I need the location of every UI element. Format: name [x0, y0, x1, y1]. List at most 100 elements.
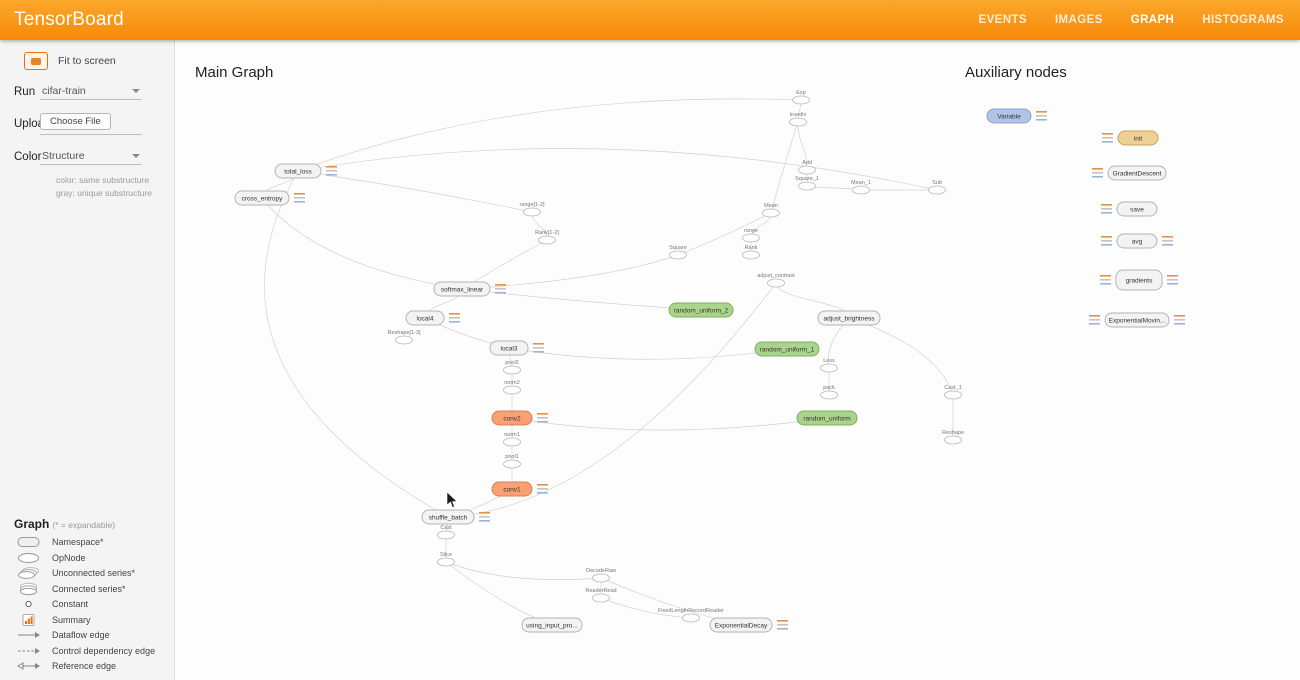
graph-node-add[interactable]: Add: [798, 160, 816, 175]
graph-node-graddesc[interactable]: GradientDescent: [1092, 165, 1167, 181]
mouse-cursor: [446, 491, 458, 508]
graph-node-reshape[interactable]: Reshape: [942, 430, 964, 445]
micro-annotation: [1036, 111, 1047, 113]
micro-annotation: [1092, 168, 1103, 170]
graph-node-adjust_brightness[interactable]: adjust_brightness: [817, 310, 881, 326]
constant-icon: [14, 597, 44, 611]
nav-tab-graph[interactable]: GRAPH: [1130, 14, 1175, 26]
graph-node-slice[interactable]: Slice: [437, 552, 455, 567]
graph-node-range12[interactable]: range[1-2]: [519, 202, 545, 217]
nav-tab-histograms[interactable]: HISTOGRAMS: [1202, 14, 1284, 26]
svg-text:truediv: truediv: [790, 112, 807, 118]
nav-tab-events[interactable]: EVENTS: [978, 14, 1027, 26]
micro-annotation: [1174, 323, 1185, 325]
graph-node-using_input[interactable]: using_input_pro...: [521, 617, 583, 633]
micro-annotation: [1092, 176, 1103, 178]
graph-node-decoderaw[interactable]: DecodeRaw: [586, 568, 616, 583]
micro-annotation: [1100, 275, 1111, 277]
svg-text:local3: local3: [501, 345, 518, 352]
svg-text:Sub: Sub: [932, 180, 942, 186]
graph-node-readerread[interactable]: ReaderRead: [585, 588, 617, 603]
color-label: Color: [14, 150, 42, 163]
graph-node-less[interactable]: Less: [820, 358, 838, 373]
fit-to-screen-button[interactable]: [24, 52, 48, 70]
color-dropdown[interactable]: Structure: [40, 148, 142, 165]
graph-node-sub[interactable]: Sub: [928, 180, 946, 195]
graph-node-conv1[interactable]: conv1: [491, 481, 548, 497]
main-graph-canvas[interactable]: total_loss cross_entropy softmax_linearloc…: [176, 40, 1300, 680]
micro-annotation: [1036, 115, 1047, 117]
graph-node-avg[interactable]: avg: [1101, 233, 1173, 249]
graph-node-exp[interactable]: Exp: [792, 90, 810, 105]
auxiliary-nodes-title: Auxiliary nodes: [965, 64, 1067, 81]
svg-text:softmax_linear: softmax_linear: [441, 286, 484, 293]
graph-node-local4[interactable]: local4: [405, 310, 460, 326]
micro-annotation: [449, 313, 460, 315]
graph-node-pool1[interactable]: pool1: [503, 454, 521, 469]
nodes-layer: total_loss cross_entropy softmax_linearloc…: [234, 90, 1185, 633]
app-header: TensorBoard EVENTS IMAGES GRAPH HISTOGRA…: [0, 0, 1300, 40]
graph-node-flrr[interactable]: FixedLengthRecordReader: [658, 608, 724, 623]
micro-annotation: [533, 343, 544, 345]
graph-node-random_uniform_1[interactable]: random_uniform_1: [754, 341, 820, 357]
graph-node-mean_1[interactable]: Mean_1: [851, 180, 871, 195]
graph-node-local3[interactable]: local3: [489, 340, 544, 356]
micro-annotation: [495, 292, 506, 294]
graph-node-random_uniform_2[interactable]: random_uniform_2: [668, 302, 734, 318]
legend-item-dataflow-edge: Dataflow edge: [0, 628, 174, 644]
graph-node-cast_1[interactable]: Cast_1: [944, 385, 962, 400]
graph-node-save[interactable]: save: [1101, 201, 1158, 217]
color-dropdown-value: Structure: [42, 150, 85, 162]
svg-text:Variable: Variable: [997, 113, 1021, 120]
graph-node-adjust_contrast[interactable]: adjust_contrast: [757, 273, 795, 288]
graph-node-pack[interactable]: pack: [820, 385, 838, 400]
micro-annotation: [537, 484, 548, 486]
graph-node-init[interactable]: init: [1102, 130, 1159, 146]
graph-node-shuffle_batch[interactable]: shuffle_batch: [421, 509, 490, 525]
micro-annotation: [777, 620, 788, 622]
graph-node-variable[interactable]: Variable: [986, 108, 1047, 124]
graph-node-cast[interactable]: Cast: [437, 525, 455, 540]
graph-node-truediv[interactable]: truediv: [789, 112, 807, 127]
micro-annotation: [1162, 240, 1173, 242]
choose-file-button[interactable]: Choose File: [40, 113, 111, 130]
micro-annotation: [449, 321, 460, 323]
graph-node-expmoving[interactable]: ExponentialMovin...: [1089, 312, 1185, 328]
graph-node-reshape13[interactable]: Reshape[1-3]: [387, 330, 421, 345]
graph-node-range[interactable]: range: [742, 228, 760, 243]
nav-tab-images[interactable]: IMAGES: [1054, 14, 1103, 26]
graph-node-square_1[interactable]: Square_1: [795, 176, 819, 191]
svg-text:DecodeRaw: DecodeRaw: [586, 568, 616, 574]
graph-node-gradients[interactable]: gradients: [1100, 269, 1178, 291]
graph-node-norm2[interactable]: norm2: [503, 380, 521, 395]
graph-node-random_uniform[interactable]: random_uniform: [796, 410, 858, 426]
micro-annotation: [1102, 141, 1113, 143]
graph-node-exp_decay[interactable]: ExponentialDecay: [709, 617, 788, 633]
graph-node-mean[interactable]: Mean: [762, 203, 780, 218]
run-dropdown[interactable]: cifar-train: [40, 83, 142, 100]
chevron-down-icon: [132, 154, 140, 158]
graph-node-rank[interactable]: Rank: [742, 245, 760, 260]
micro-annotation: [1089, 319, 1100, 321]
summary-icon: [14, 613, 44, 627]
svg-text:pack: pack: [823, 385, 835, 391]
color-hint-line1: color: same substructure: [56, 175, 150, 185]
svg-text:Less: Less: [823, 358, 835, 364]
graph-node-pool2[interactable]: pool2: [503, 360, 521, 375]
graph-node-softmax_linear[interactable]: softmax_linear: [433, 281, 506, 297]
graph-node-conv2[interactable]: conv2: [491, 410, 548, 426]
micro-annotation: [326, 170, 337, 172]
svg-text:ExponentialMovin...: ExponentialMovin...: [1109, 317, 1166, 324]
micro-annotation: [1162, 236, 1173, 238]
micro-annotation: [1167, 275, 1178, 277]
micro-annotation: [495, 284, 506, 286]
graph-node-norm1[interactable]: norm1: [503, 432, 521, 447]
legend-title-text: Graph: [14, 516, 50, 531]
graph-node-total_loss[interactable]: total_loss: [274, 163, 337, 179]
graph-node-cross_entropy[interactable]: cross_entropy: [234, 190, 305, 206]
graph-node-rank12[interactable]: Rank[1-2]: [535, 230, 559, 245]
micro-annotation: [537, 413, 548, 415]
graph-node-square[interactable]: Square: [669, 245, 687, 260]
micro-annotation: [1174, 319, 1185, 321]
